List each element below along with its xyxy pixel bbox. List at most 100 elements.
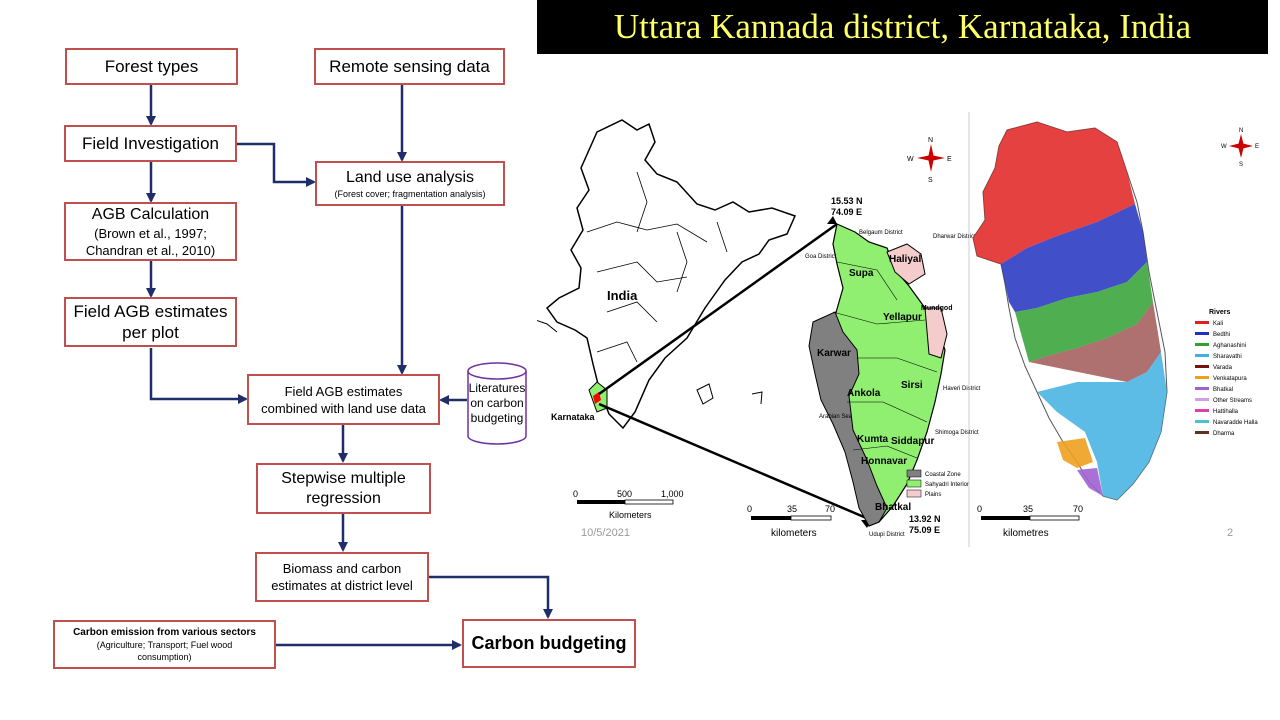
neighbor-belgaum: Belgaum District bbox=[859, 230, 903, 236]
legend-label-sahyadri: Sahyadri Interior bbox=[925, 482, 969, 488]
legend-label-coastal: Coastal Zone bbox=[925, 472, 961, 478]
india-to-district-line-bottom bbox=[598, 402, 872, 522]
rivers-scale-tick-2: 70 bbox=[1073, 504, 1083, 514]
svg-text:S: S bbox=[1239, 162, 1243, 168]
river-label-kali: Kali bbox=[1213, 321, 1223, 327]
maps-panel: India Karnataka 0 500 1,000 Kilometers 1… bbox=[537, 112, 1268, 547]
land-use-sublabel: (Forest cover; fragmentation analysis) bbox=[334, 188, 486, 199]
india-scale-bar bbox=[577, 499, 674, 505]
rivers-compass-icon: N S W E bbox=[1221, 128, 1259, 168]
taluk-sirsi: Sirsi bbox=[901, 380, 923, 391]
river-label-aghanashini: Aghanashini bbox=[1213, 343, 1246, 349]
taluk-siddapur: Siddapur bbox=[891, 436, 934, 447]
compass-icon: N S W E bbox=[907, 137, 952, 184]
literature-label-2: on carbon bbox=[470, 396, 524, 410]
rivers-map bbox=[972, 121, 1168, 501]
river-label-venkatapura: Venkatapura bbox=[1213, 376, 1247, 382]
forest-types-label: Forest types bbox=[104, 57, 199, 76]
coastal-zone bbox=[808, 311, 888, 527]
taluk-haliyal: Haliyal bbox=[889, 254, 921, 265]
carbon-emission-box: Carbon emission from various sectors (Ag… bbox=[53, 620, 276, 669]
river-label-hattihalla: Hattihalla bbox=[1213, 409, 1239, 415]
svg-text:N: N bbox=[928, 137, 933, 144]
svg-text:W: W bbox=[1221, 144, 1227, 150]
regression-label-2: regression bbox=[306, 489, 381, 507]
combined-estimates-box: Field AGB estimates combined with land u… bbox=[247, 374, 440, 425]
taluk-ankola: Ankola bbox=[847, 388, 881, 399]
regression-label-1: Stepwise multiple bbox=[281, 469, 406, 487]
arrow-estimates-to-combined bbox=[149, 348, 248, 404]
coord-bottom-lat: 13.92 N bbox=[909, 514, 941, 524]
land-use-box: Land use analysis (Forest cover; fragmen… bbox=[315, 161, 505, 206]
india-scale-tick-2: 1,000 bbox=[661, 489, 684, 499]
agb-reference-1: (Brown et al., 1997; bbox=[94, 225, 207, 241]
neighbor-arabian-sea: Arabian Sea bbox=[819, 414, 853, 420]
legend-label-plains: Plains bbox=[925, 492, 941, 498]
taluk-kumta: Kumta bbox=[857, 434, 889, 445]
river-label-other-streams: Other Streams bbox=[1213, 398, 1252, 404]
plains-haliyal bbox=[886, 243, 926, 285]
sri-lanka bbox=[696, 383, 714, 405]
field-investigation-box: Field Investigation bbox=[64, 125, 237, 162]
river-label-sharavathi: Sharavathi bbox=[1213, 354, 1242, 360]
forest-types-box: Forest types bbox=[65, 48, 238, 85]
india-outline bbox=[545, 119, 797, 430]
agb-calculation-label: AGB Calculation bbox=[91, 205, 210, 223]
district-map bbox=[808, 223, 948, 527]
remote-sensing-box: Remote sensing data bbox=[314, 48, 505, 85]
literature-cylinder bbox=[467, 362, 527, 445]
basin-varada bbox=[1029, 302, 1161, 382]
district-scale-unit: kilometers bbox=[771, 528, 817, 539]
emission-sublabel-2: consumption) bbox=[137, 652, 192, 662]
emission-sublabel-1: (Agriculture; Transport; Fuel wood bbox=[96, 640, 233, 650]
district-scale-bar bbox=[751, 515, 832, 521]
plains-mundgod bbox=[924, 307, 948, 359]
rivers-scale-bar bbox=[981, 515, 1080, 521]
india-label: India bbox=[607, 288, 638, 303]
india-to-district-line-top bbox=[598, 222, 838, 396]
title-bar: Uttara Kannada district, Karnataka, Indi… bbox=[537, 0, 1268, 54]
neighbor-haveri: Haveri District bbox=[943, 386, 981, 392]
arrow-field-to-landuse bbox=[236, 142, 316, 187]
combined-label-2: combined with land use data bbox=[261, 400, 426, 416]
basin-bedthi bbox=[1001, 204, 1147, 312]
rivers-scale-tick-1: 35 bbox=[1023, 504, 1033, 514]
rivers-legend bbox=[1195, 321, 1209, 434]
district-scale-tick-2: 70 bbox=[825, 504, 835, 514]
legend-swatch-plains bbox=[906, 489, 922, 498]
biomass-label-2: estimates at district level bbox=[271, 578, 413, 593]
karnataka-label: Karnataka bbox=[551, 412, 596, 422]
district-legend bbox=[906, 469, 922, 498]
neighbor-labels: Belgaum District Goa District Dharwar Di… bbox=[805, 230, 981, 538]
basin-kali bbox=[973, 122, 1135, 264]
biomass-label-1: Biomass and carbon bbox=[282, 561, 402, 576]
basin-bhatkal bbox=[1077, 468, 1103, 496]
literature-label-3: budgeting bbox=[470, 411, 524, 425]
india-map bbox=[537, 119, 872, 528]
legend-swatch-coastal bbox=[906, 469, 922, 478]
page-title: Uttara Kannada district, Karnataka, Indi… bbox=[613, 7, 1192, 46]
taluk-mundgod: Mundgod bbox=[921, 305, 953, 312]
land-use-label: Land use analysis bbox=[345, 168, 475, 186]
neighbor-goa: Goa District bbox=[805, 254, 837, 260]
page-number: 2 bbox=[1227, 527, 1233, 539]
taluk-supa: Supa bbox=[849, 268, 874, 279]
taluk-labels: Supa Haliyal Yellapur Mundgod Karwar Ank… bbox=[817, 254, 953, 513]
svg-text:W: W bbox=[907, 156, 914, 163]
uttara-kannada-highlight bbox=[593, 392, 601, 404]
river-label-varada: Varada bbox=[1213, 365, 1233, 371]
neighbor-udupi: Udupi District bbox=[869, 532, 905, 538]
svg-text:N: N bbox=[1239, 128, 1243, 134]
taluk-bhatkal: Bhatkal bbox=[875, 502, 911, 513]
field-agb-plot-label-1: Field AGB estimates bbox=[73, 302, 228, 321]
arrow-biomass-to-budget bbox=[429, 575, 553, 619]
basin-venkatapura bbox=[1057, 438, 1093, 468]
district-scale-tick-0: 0 bbox=[747, 504, 752, 514]
slide-date: 10/5/2021 bbox=[581, 527, 630, 539]
carbon-budgeting-label: Carbon budgeting bbox=[471, 633, 627, 653]
literature-label-1: Literatures bbox=[468, 381, 526, 395]
svg-text:E: E bbox=[947, 156, 952, 163]
emission-label: Carbon emission from various sectors bbox=[73, 627, 256, 638]
river-label-bhatkal: Bhatkal bbox=[1213, 387, 1233, 393]
